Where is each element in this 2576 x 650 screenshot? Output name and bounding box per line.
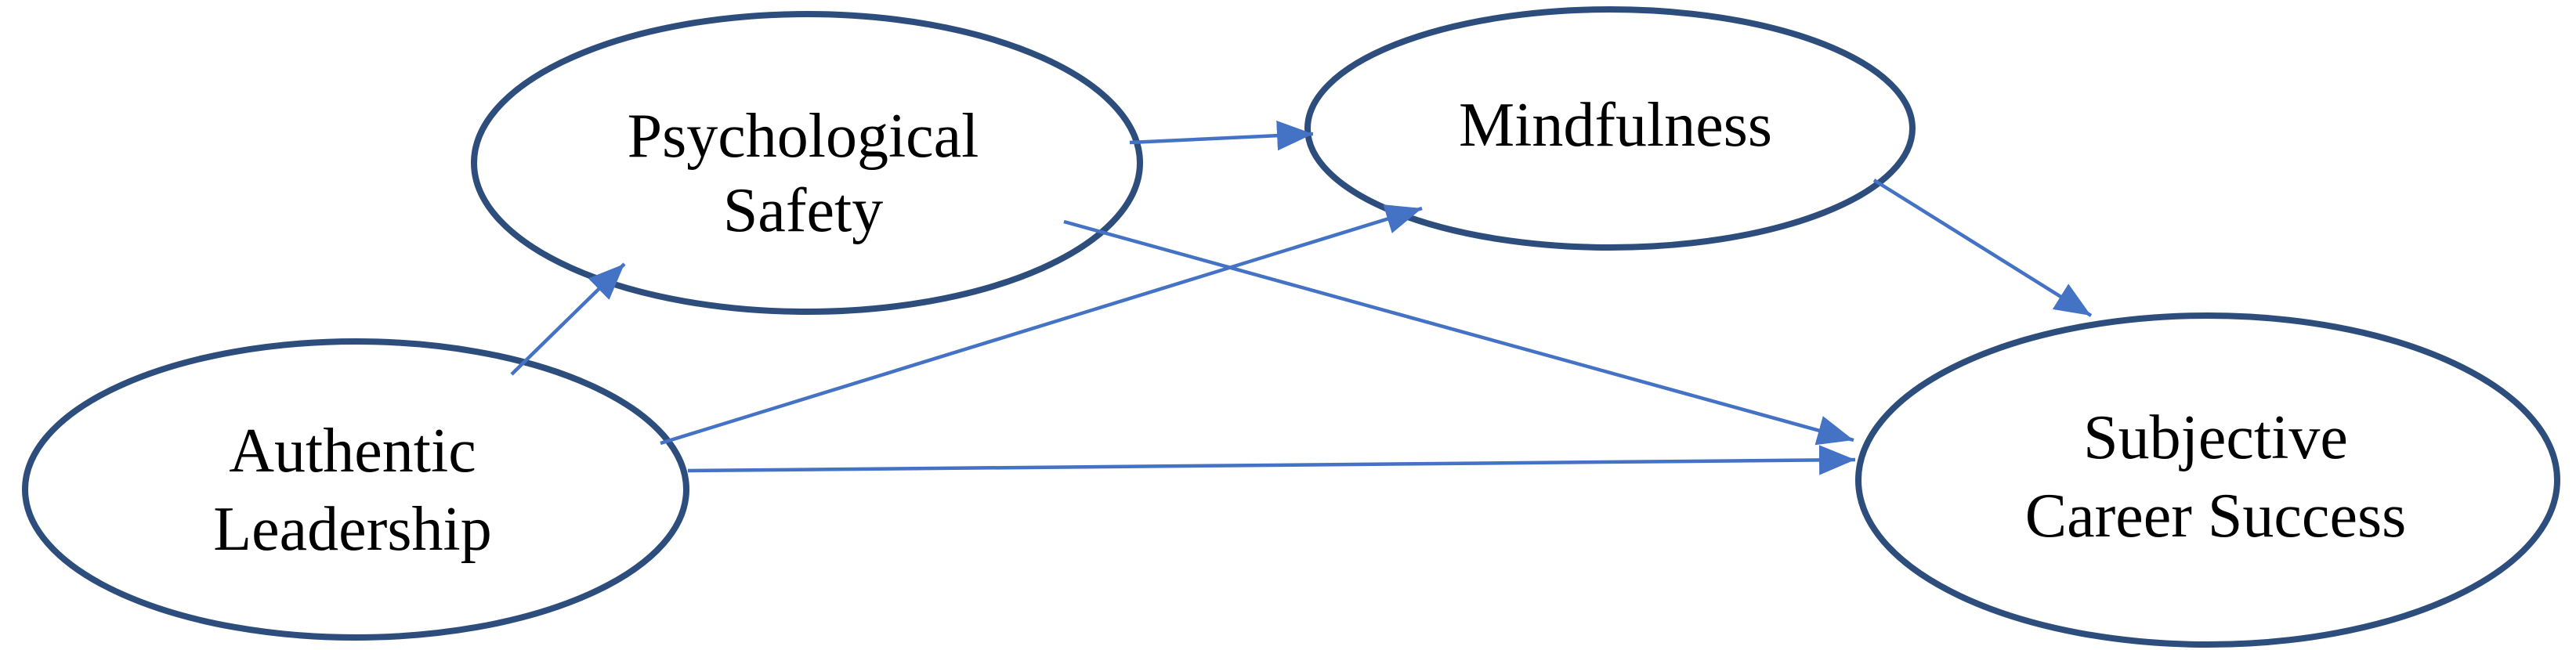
- node-ellipse-authentic-leadership: [22, 338, 689, 641]
- node-label-authentic-leadership-line1: Authentic: [229, 417, 476, 486]
- node-label-subjective-career-success-line1: Subjective: [2083, 403, 2348, 472]
- node-ellipse-subjective-career-success: [1855, 312, 2560, 648]
- node-label-psychological-safety-line2: Safety: [723, 176, 883, 245]
- edge-authentic-leadership-to-subjective-career-success: [687, 445, 1856, 475]
- node-label-psychological-safety-line1: Psychological: [628, 102, 979, 171]
- edge-mindfulness-to-subjective-career-success: [1872, 179, 2093, 317]
- node-authentic-leadership: [22, 338, 689, 641]
- edge-authentic-leadership-to-psychological-safety: [510, 262, 626, 376]
- edge-psychological-safety-to-mindfulness: [1129, 121, 1314, 151]
- node-label-subjective-career-success-line2: Career Success: [2025, 482, 2406, 551]
- node-ellipse-psychological-safety: [471, 11, 1143, 315]
- node-subjective-career-success: [1855, 312, 2560, 648]
- edge-psychological-safety-to-subjective-career-success: [1063, 219, 1854, 446]
- edge-authentic-leadership-to-mindfulness: [660, 204, 1423, 446]
- node-label-mindfulness: Mindfulness: [1459, 91, 1772, 160]
- node-psychological-safety: [471, 11, 1143, 315]
- node-label-authentic-leadership-line2: Leadership: [213, 495, 491, 564]
